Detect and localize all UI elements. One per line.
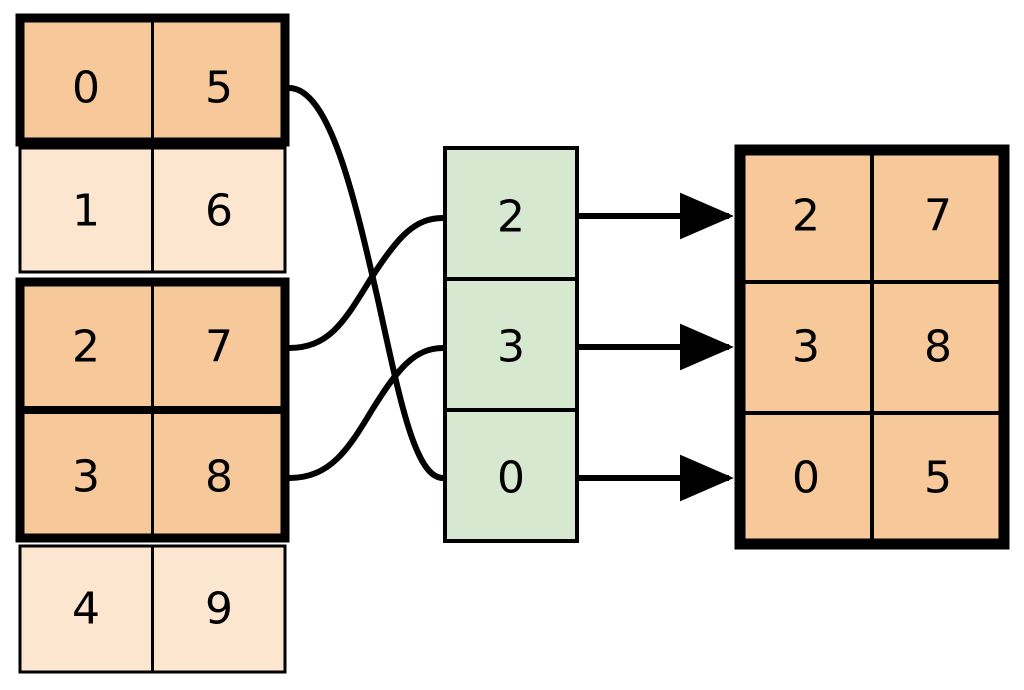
curve-row3-to-index3 [286,345,446,481]
index-cell-2-value: 0 [497,453,525,504]
result-table: 2 7 3 8 0 5 [734,144,1010,550]
source-row-1[interactable]: 1 6 [18,146,287,274]
index-cell-2[interactable]: 0 [443,408,579,543]
source-cell-1-1: 6 [205,186,233,237]
result-cell-1-1: 8 [924,322,952,373]
result-row-0[interactable]: 2 7 [738,148,1006,284]
curve-row2-to-index2 [286,215,446,351]
result-cell-0-0: 2 [792,191,820,242]
source-cell-4-1: 9 [205,584,233,635]
source-row-2[interactable]: 2 7 [18,280,287,412]
index-cell-0-value: 2 [497,192,525,243]
source-cell-4-0: 4 [72,584,100,635]
source-row-0-highlight-border [15,13,290,147]
result-cell-1-0: 3 [792,322,820,373]
index-cell-1-value: 3 [497,322,525,373]
result-cell-2-0: 0 [792,453,820,504]
result-table-outer-border [734,144,1010,550]
source-row-4[interactable]: 4 9 [18,544,287,674]
source-cell-1-0: 1 [72,186,100,237]
source-cell-2-0: 2 [72,322,100,373]
index-cell-1[interactable]: 3 [443,277,579,412]
result-row-1[interactable]: 3 8 [738,280,1006,415]
source-cell-0-1: 5 [205,63,233,114]
source-table: 0 5 1 6 2 7 3 8 [15,13,290,674]
result-cell-2-1: 5 [924,453,952,504]
curve-row0-to-index0 [286,85,446,481]
source-cell-3-0: 3 [72,452,100,503]
index-cell-0[interactable]: 2 [443,146,579,281]
source-cell-2-1: 7 [205,322,233,373]
result-arrows [578,192,734,502]
result-row-2[interactable]: 0 5 [738,411,1006,546]
source-cell-0-0: 0 [72,63,100,114]
connector-curves [286,85,446,481]
source-row-3[interactable]: 3 8 [18,408,287,540]
index-column: 2 3 0 [443,146,579,543]
result-cell-0-1: 7 [924,191,952,242]
source-cell-3-1: 8 [205,452,233,503]
source-row-0[interactable]: 0 5 [15,13,290,147]
